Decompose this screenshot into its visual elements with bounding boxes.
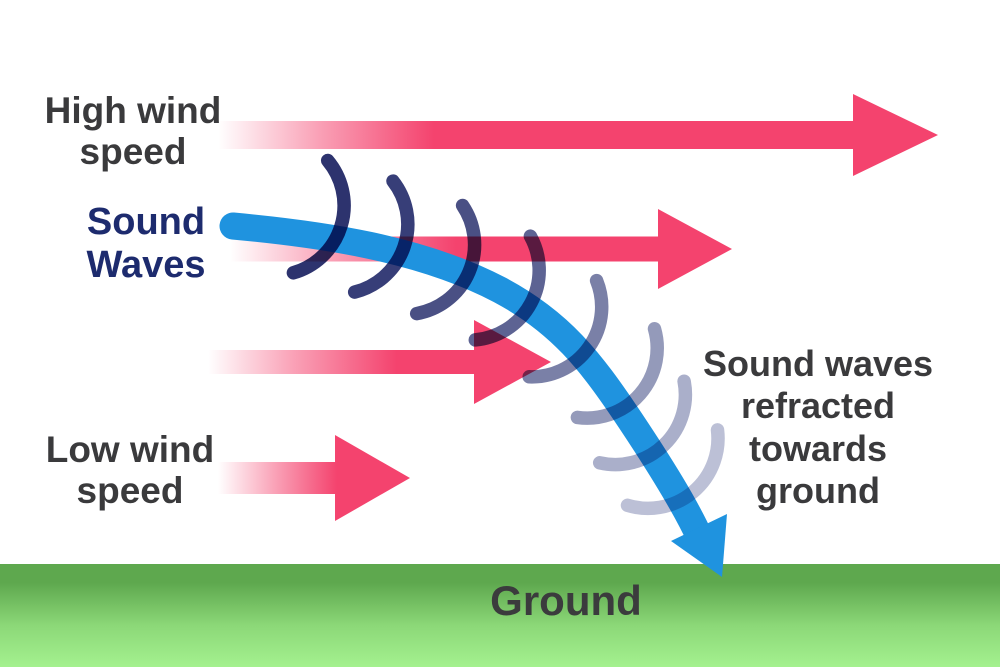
refracted-towards-ground-label: Sound waves refracted towards ground <box>702 343 934 512</box>
low-wind-arrow <box>218 435 410 521</box>
sound-waves-label: Sound Waves <box>86 201 206 286</box>
lower-middle-wind-arrow <box>208 320 551 404</box>
ground-label: Ground <box>490 577 642 624</box>
wavefront-arc-3 <box>409 198 482 321</box>
high-wind-speed-label: High wind speed <box>44 90 222 173</box>
wavefront-arc-4 <box>468 229 546 347</box>
ground-strip <box>0 564 1000 667</box>
low-wind-speed-label: Low wind speed <box>45 429 215 512</box>
wavefront-arc-5 <box>522 273 609 384</box>
high-wind-arrow <box>218 94 938 176</box>
wavefront-arc-1 <box>286 153 351 280</box>
wavefront-arc-6 <box>570 322 664 425</box>
sound-ray-curve <box>219 212 714 552</box>
wavefront-arc-2 <box>347 174 415 299</box>
wavefront-arc-8 <box>620 423 725 516</box>
sound-ray-arrowhead-icon <box>671 514 727 577</box>
wavefront-arc-7 <box>592 374 693 472</box>
